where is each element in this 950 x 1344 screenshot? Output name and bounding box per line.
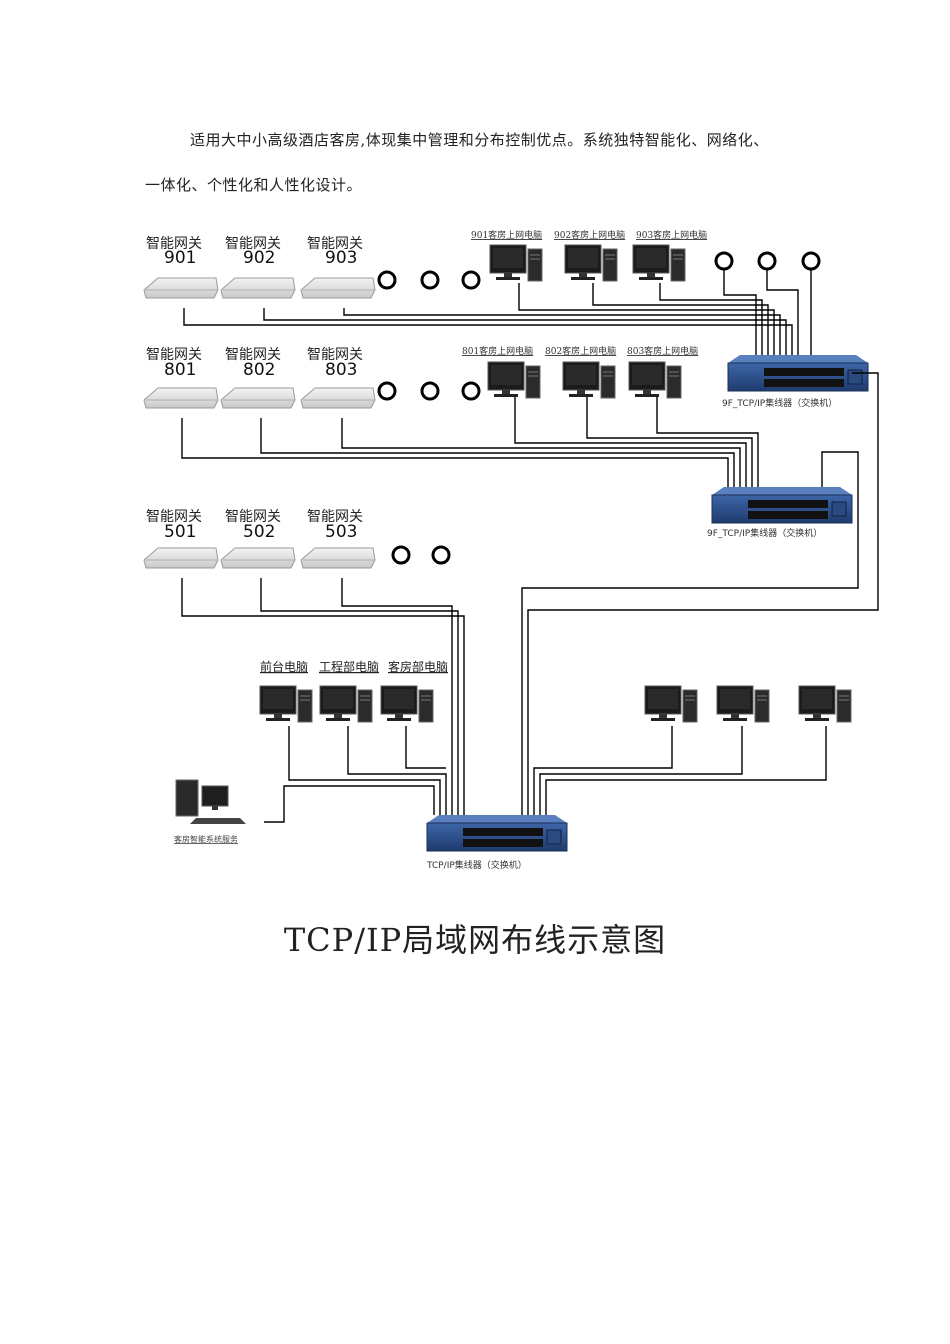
port-ring-icon: [391, 545, 411, 565]
server-label: 客房智能系统服务: [174, 834, 238, 844]
gateway-device: [143, 547, 219, 569]
row-9-wiring: [183, 269, 812, 355]
port-ring-icon: [420, 381, 440, 401]
pc-label: 902客房上网电脑: [554, 229, 625, 241]
port-ring-icon: [461, 381, 481, 401]
gateway-number: 501: [164, 522, 196, 542]
row-8: 智能网关 智能网关 智能网关 801 802 803 801客房上网电脑 802…: [143, 345, 698, 409]
gateway-number: 801: [164, 360, 196, 380]
computer-icon: [716, 685, 770, 723]
gateway-number: 803: [325, 360, 357, 380]
port-ring-icon: [431, 545, 451, 565]
switch-main-label: TCP/IP集线器（交换机）: [426, 859, 527, 871]
computer-icon: [798, 685, 852, 723]
gateway-device: [220, 277, 296, 299]
computer-icon: [319, 685, 373, 723]
department-label: 工程部电脑: [319, 659, 379, 674]
pc-label: 903客房上网电脑: [636, 229, 707, 241]
department-label: 前台电脑: [260, 659, 308, 674]
row-5: 智能网关 智能网关 智能网关 501 502 503: [143, 509, 451, 569]
gateway-device: [220, 387, 296, 409]
gateway-label: 智能网关: [307, 236, 363, 252]
computer-icon: [628, 361, 682, 399]
gateway-label: 智能网关: [225, 347, 281, 363]
switch-floor9-label: 9F_TCP/IP集线器（交换机）: [722, 397, 837, 409]
intro-line-2: 一体化、个性化和人性化设计。: [145, 176, 363, 194]
computer-icon: [562, 361, 616, 399]
port-ring-icon: [377, 270, 397, 290]
gateway-label: 智能网关: [225, 236, 281, 252]
gateway-number: 502: [243, 522, 275, 542]
gateway-number: 503: [325, 522, 357, 542]
department-row: 前台电脑 工程部电脑 客房部电脑: [259, 659, 852, 723]
switch-main: [426, 814, 568, 852]
computer-icon: [564, 244, 618, 282]
intro-line-1: 适用大中小高级酒店客房,体现集中管理和分布控制优点。系统独特智能化、网络化、: [190, 131, 769, 149]
gateway-label: 智能网关: [225, 509, 281, 525]
gateway-device: [300, 547, 376, 569]
gateway-number: 901: [164, 248, 196, 268]
gateway-device: [300, 387, 376, 409]
gateway-label: 智能网关: [146, 509, 202, 525]
gateway-label: 智能网关: [307, 347, 363, 363]
pc-label: 802客房上网电脑: [545, 345, 616, 357]
port-ring-icon: [757, 251, 777, 271]
department-label: 客房部电脑: [388, 659, 448, 674]
switch-floor9: [727, 354, 869, 392]
row-5-wiring: [181, 578, 465, 815]
gateway-number: 802: [243, 360, 275, 380]
network-diagram: 智能网关 智能网关 智能网关 901 902 903 901客房上网电脑 902…: [143, 229, 879, 871]
pc-label: 803客房上网电脑: [627, 345, 698, 357]
row-9: 智能网关 智能网关 智能网关 901 902 903 901客房上网电脑 902…: [143, 229, 821, 299]
gateway-label: 智能网关: [307, 509, 363, 525]
computer-icon: [259, 685, 313, 723]
gateway-number: 902: [243, 248, 275, 268]
server: [175, 779, 246, 824]
gateway-device: [220, 547, 296, 569]
port-ring-icon: [714, 251, 734, 271]
gateway-device: [143, 387, 219, 409]
row-8-wiring: [181, 372, 879, 815]
computer-icon: [487, 361, 541, 399]
computer-icon: [489, 244, 543, 282]
port-ring-icon: [420, 270, 440, 290]
switch-floor8: [711, 486, 853, 524]
main-wiring: [264, 726, 827, 823]
port-ring-icon: [461, 270, 481, 290]
port-ring-icon: [377, 381, 397, 401]
computer-icon: [380, 685, 434, 723]
computer-icon: [632, 244, 686, 282]
gateway-number: 903: [325, 248, 357, 268]
diagram-title: TCP/IP局域网布线示意图: [283, 921, 667, 959]
gateway-device: [143, 277, 219, 299]
computer-icon: [644, 685, 698, 723]
pc-label: 801客房上网电脑: [462, 345, 533, 357]
switch-floor8-label: 9F_TCP/IP集线器（交换机）: [707, 527, 822, 539]
port-ring-icon: [801, 251, 821, 271]
gateway-label: 智能网关: [146, 347, 202, 363]
gateway-label: 智能网关: [146, 236, 202, 252]
gateway-device: [300, 277, 376, 299]
pc-label: 901客房上网电脑: [471, 229, 542, 241]
